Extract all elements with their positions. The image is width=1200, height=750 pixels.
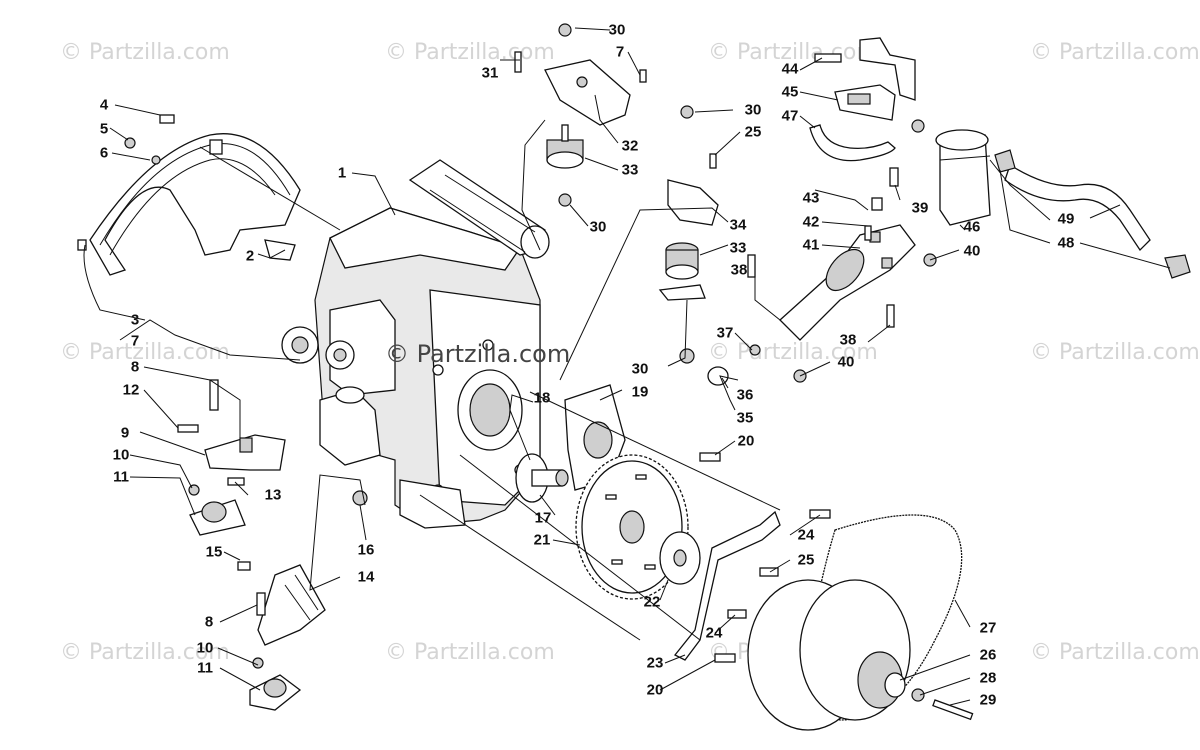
callout-label: 10 bbox=[112, 446, 130, 464]
callout-label: 14 bbox=[357, 568, 375, 586]
watermark: © Partzilla.com bbox=[385, 40, 555, 65]
callout-label: 26 bbox=[979, 646, 997, 664]
callout-label: 16 bbox=[357, 541, 375, 559]
callout-label: 20 bbox=[646, 681, 664, 699]
callout-label: 38 bbox=[839, 331, 857, 349]
callout-label: 10 bbox=[196, 639, 214, 657]
belt-guard bbox=[89, 133, 301, 276]
callout-label: 40 bbox=[837, 353, 855, 371]
watermark: © Partzilla.com bbox=[1030, 40, 1200, 65]
callout-label: 11 bbox=[113, 468, 129, 486]
bolts bbox=[77, 114, 831, 663]
callout-label: 6 bbox=[99, 144, 109, 162]
top-mount bbox=[514, 23, 647, 207]
callout-label: 32 bbox=[621, 137, 639, 155]
callout-label: 9 bbox=[120, 424, 130, 442]
callout-label: 12 bbox=[122, 381, 140, 399]
callout-label: 25 bbox=[797, 551, 815, 569]
right-mount bbox=[658, 105, 719, 364]
watermark: © Partzilla.com bbox=[60, 640, 230, 665]
callout-label: 8 bbox=[130, 358, 140, 376]
callout-label: 21 bbox=[533, 531, 551, 549]
callout-label: 1 bbox=[337, 164, 347, 182]
callout-label: 24 bbox=[705, 624, 723, 642]
callout-label: 11 bbox=[197, 659, 213, 677]
callout-label: 49 bbox=[1057, 210, 1075, 228]
callout-label: 40 bbox=[963, 242, 981, 260]
watermark: © Partzilla.com bbox=[708, 340, 878, 365]
clutch bbox=[747, 514, 974, 731]
callout-label: 15 bbox=[205, 543, 223, 561]
callout-label: 4 bbox=[99, 96, 109, 114]
callout-label: 41 bbox=[802, 236, 820, 254]
callout-label: 13 bbox=[264, 486, 282, 504]
center-watermark: © Partzilla.com bbox=[385, 340, 571, 368]
callout-label: 28 bbox=[979, 669, 997, 687]
callout-label: 29 bbox=[979, 691, 997, 709]
callout-label: 22 bbox=[643, 593, 661, 611]
callout-label: 47 bbox=[781, 107, 799, 125]
callout-label: 36 bbox=[736, 386, 754, 404]
callout-label: 43 bbox=[802, 189, 820, 207]
engine-block bbox=[281, 159, 550, 529]
callout-label: 30 bbox=[744, 101, 762, 119]
callout-label: 30 bbox=[631, 360, 649, 378]
callout-label: 2 bbox=[245, 247, 255, 265]
callout-label: 30 bbox=[608, 21, 626, 39]
hose bbox=[994, 149, 1191, 279]
watermark: © Partzilla.com bbox=[385, 640, 555, 665]
callout-label: 3 bbox=[130, 311, 140, 329]
callout-label: 42 bbox=[802, 213, 820, 231]
callout-label: 33 bbox=[621, 161, 639, 179]
callout-label: 35 bbox=[736, 409, 754, 427]
callout-label: 5 bbox=[99, 120, 109, 138]
callout-label: 46 bbox=[963, 218, 981, 236]
callout-label: 34 bbox=[729, 216, 747, 234]
callout-label: 19 bbox=[631, 383, 649, 401]
front-mount bbox=[188, 379, 286, 536]
watermark: © Partzilla.com bbox=[708, 40, 878, 65]
callout-label: 24 bbox=[797, 526, 815, 544]
watermark: © Partzilla.com bbox=[1030, 340, 1200, 365]
clutch-bracket bbox=[673, 510, 781, 661]
rear-mount bbox=[249, 490, 368, 711]
callout-label: 45 bbox=[781, 83, 799, 101]
callout-label: 44 bbox=[781, 60, 799, 78]
callout-label: 25 bbox=[744, 123, 762, 141]
callout-label: 48 bbox=[1057, 234, 1075, 252]
callout-label: 17 bbox=[534, 509, 552, 527]
callout-label: 20 bbox=[737, 432, 755, 450]
callout-label: 38 bbox=[730, 261, 748, 279]
flywheel bbox=[575, 454, 701, 600]
callout-label: 18 bbox=[533, 389, 551, 407]
callout-label: 33 bbox=[729, 239, 747, 257]
callout-label: 8 bbox=[204, 613, 214, 631]
watermark: © Partzilla.com bbox=[1030, 640, 1200, 665]
callout-label: 37 bbox=[716, 324, 734, 342]
filter-bracket bbox=[707, 197, 937, 386]
callout-label: 23 bbox=[646, 654, 664, 672]
callout-label: 27 bbox=[979, 619, 997, 637]
callout-label: 7 bbox=[130, 332, 140, 350]
leader-lines bbox=[83, 27, 1171, 706]
callout-label: 7 bbox=[615, 43, 625, 61]
callout-label: 30 bbox=[589, 218, 607, 236]
filter-clamp bbox=[809, 37, 991, 226]
callout-label: 39 bbox=[911, 199, 929, 217]
callout-label: 31 bbox=[481, 64, 499, 82]
watermark: © Partzilla.com bbox=[60, 40, 230, 65]
